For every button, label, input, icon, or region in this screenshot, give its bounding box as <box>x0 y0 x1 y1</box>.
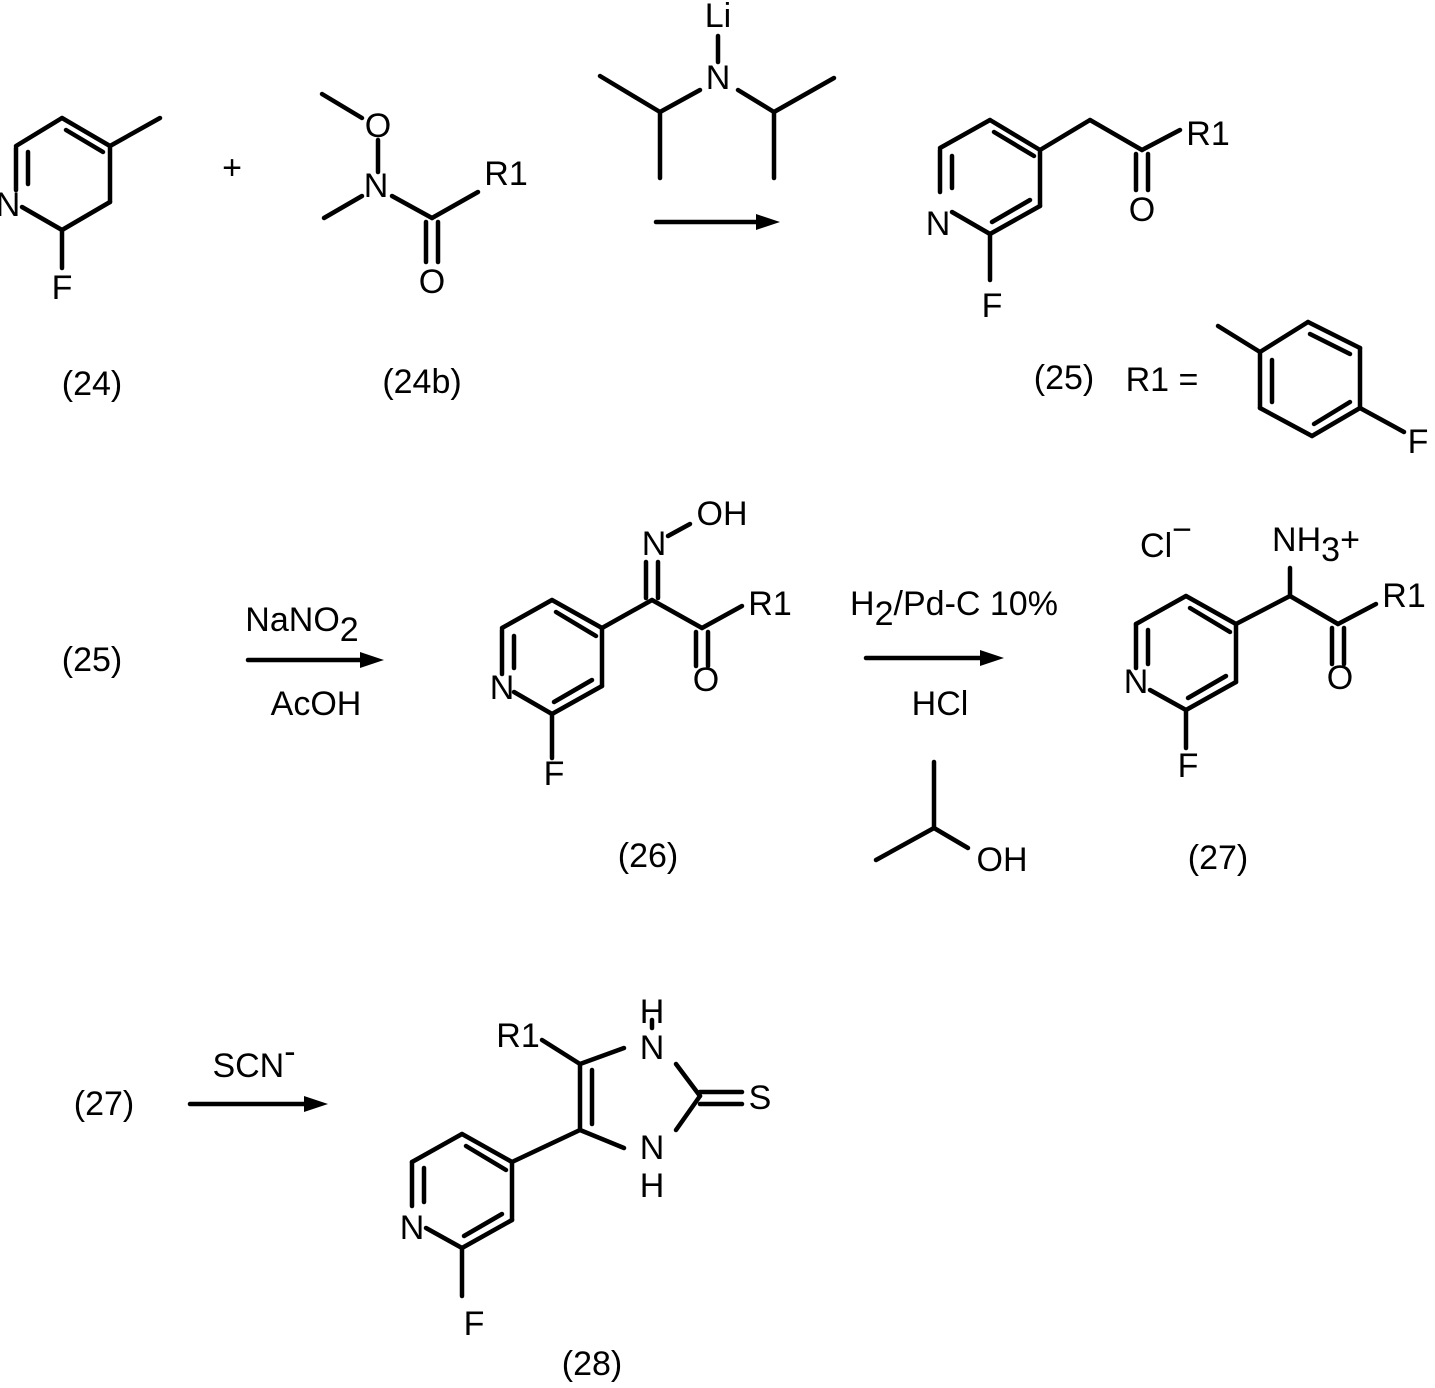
atom-n: N <box>1124 663 1149 701</box>
atom-o: O <box>365 107 391 145</box>
oxime-n: N <box>642 525 667 563</box>
r1-group: R1 <box>748 585 791 623</box>
isopropanol-structure: OH <box>876 762 1028 879</box>
atom-f: F <box>982 287 1003 325</box>
atom-n: N <box>0 186 20 224</box>
reaction-arrow-1 <box>656 214 780 230</box>
nh-bottom-n: N <box>640 1129 665 1167</box>
reagent-h2-pdc: H2/Pd-C 10% <box>850 585 1058 633</box>
compound-28-label: (28) <box>562 1345 622 1383</box>
carbonyl-o: O <box>419 263 445 301</box>
atom-f: F <box>464 1305 485 1343</box>
compound-24-label: (24) <box>62 365 122 403</box>
start-compound-25-label: (25) <box>62 641 122 679</box>
oxime-oh: OH <box>697 495 748 533</box>
reaction-arrow-2 <box>248 652 384 668</box>
atom-f: F <box>52 269 73 307</box>
reagent-nano2: NaNO2 <box>245 601 358 649</box>
atom-f: F <box>1408 423 1429 461</box>
r1-aryl-structure: F <box>1218 322 1428 461</box>
compound-26-structure: N F O R1 N OH <box>490 495 792 793</box>
chloride-counterion: Cl− <box>1140 511 1192 565</box>
compound-26-label: (26) <box>618 837 678 875</box>
reagent-acoh: AcOH <box>271 685 362 723</box>
compound-24b-label: (24b) <box>382 363 461 401</box>
compound-24b-structure: O N O R1 <box>322 94 528 301</box>
atom-n: N <box>490 669 515 707</box>
reaction-arrow-4 <box>190 1096 328 1112</box>
ammonium-group: NH3+ <box>1272 521 1360 569</box>
thione-s: S <box>749 1079 772 1117</box>
r1-group: R1 <box>484 155 527 193</box>
atom-f: F <box>1178 747 1199 785</box>
compound-24-structure: N F <box>0 118 160 307</box>
atom-n: N <box>364 167 389 205</box>
solvent-oh: OH <box>977 841 1028 879</box>
nh-top-n: N <box>640 1029 665 1067</box>
r1-group: R1 <box>1186 115 1229 153</box>
reagent-hcl: HCl <box>912 685 969 723</box>
lda-reagent-structure: Li N <box>600 0 834 178</box>
atom-n: N <box>400 1209 425 1247</box>
nh-top-h: H <box>640 993 665 1031</box>
r1-group: R1 <box>496 1017 539 1055</box>
compound-27-label: (27) <box>1188 839 1248 877</box>
carbonyl-o: O <box>1327 659 1353 697</box>
atom-n: N <box>706 59 731 97</box>
carbonyl-o: O <box>693 661 719 699</box>
compound-25-structure: N F O R1 <box>926 115 1230 325</box>
plus-sign: + <box>222 149 242 187</box>
r1-group: R1 <box>1382 577 1425 615</box>
nh-bottom-h: H <box>640 1167 665 1205</box>
compound-27-structure: N F O R1 Cl− NH3+ <box>1124 511 1426 785</box>
compound-25-label: (25) <box>1034 359 1094 397</box>
reagent-scn: SCN- <box>212 1033 295 1085</box>
carbonyl-o: O <box>1129 191 1155 229</box>
atom-f: F <box>544 755 565 793</box>
start-compound-27-label: (27) <box>74 1085 134 1123</box>
compound-28-structure: R1 N H N H S N F <box>400 993 772 1343</box>
r1-definition-text: R1 = <box>1126 361 1199 399</box>
atom-n: N <box>926 205 951 243</box>
atom-li: Li <box>705 0 731 35</box>
reaction-arrow-3 <box>866 650 1004 666</box>
